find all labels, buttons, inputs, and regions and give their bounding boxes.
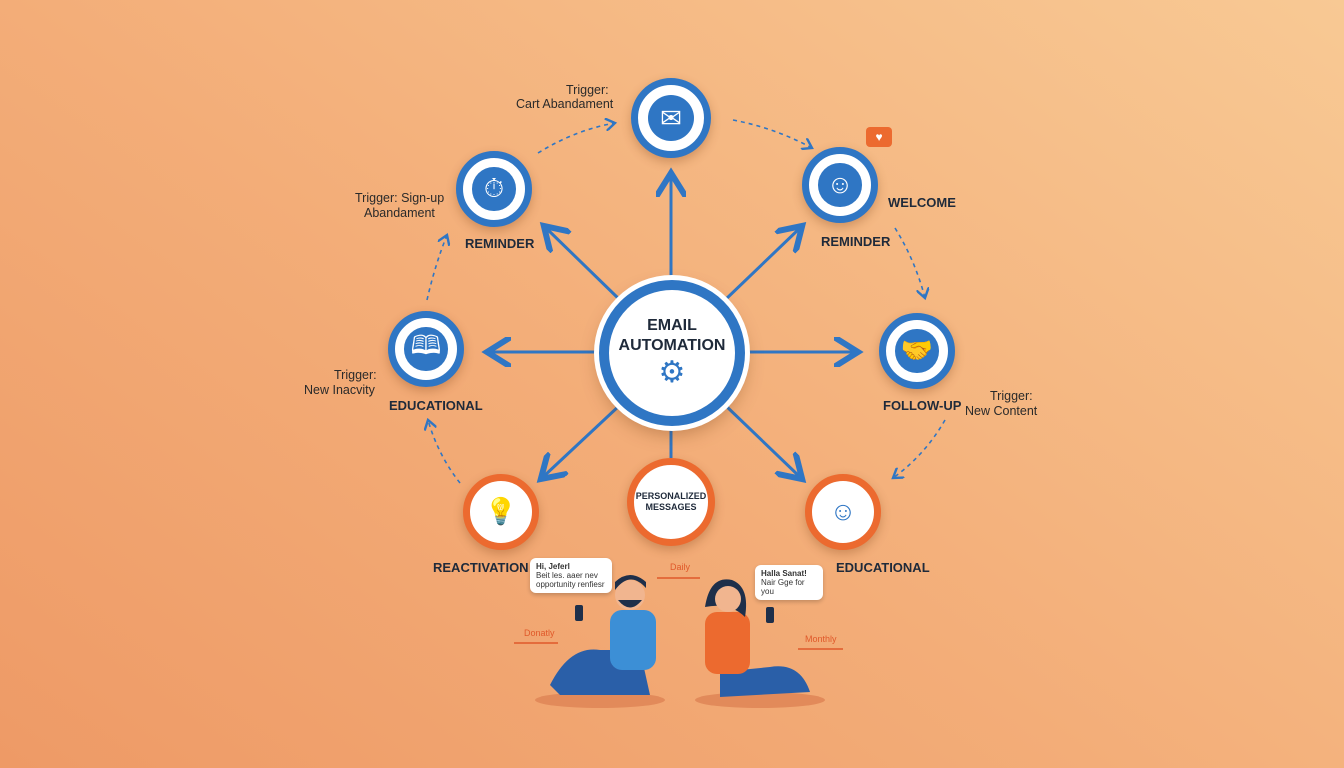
node-label: WELCOME	[888, 195, 956, 210]
node-label: EDUCATIONAL	[836, 560, 930, 575]
hub-title: EMAIL AUTOMATION	[618, 317, 726, 354]
bubble-text: opportunity renfiesr	[536, 580, 605, 589]
node-label: REACTIVATION	[433, 560, 529, 575]
cart-abandonment-node[interactable]: ✉	[631, 78, 711, 158]
personalized-messages-node[interactable]: PERSONALIZED MESSAGES	[627, 458, 715, 546]
bubble-text: Hi, Jeferl	[536, 562, 570, 571]
woman-with-phone-illustration	[695, 579, 825, 708]
bubble-text: Beit les. aaer nev	[536, 571, 598, 580]
trigger-label: New Inacvity	[304, 383, 375, 397]
bubble-text: Halla Sanat!	[761, 569, 807, 578]
node-label: EDUCATIONAL	[389, 398, 483, 413]
educational-node-right[interactable]: ☺	[805, 474, 881, 550]
node-label: REMINDER	[465, 236, 535, 251]
trigger-label: Trigger:	[990, 389, 1033, 403]
email-automation-hub: EMAIL AUTOMATION ⚙	[599, 280, 745, 426]
node-label: PERSONALIZED MESSAGES	[635, 491, 707, 512]
frequency-monthly: Monthly	[805, 634, 837, 644]
frequency-daily: Daily	[670, 562, 691, 572]
person-heart-icon: ☺	[818, 163, 862, 207]
reminder-node-left[interactable]: ⏱	[456, 151, 532, 227]
node-label: FOLLOW-UP	[883, 398, 962, 413]
arrow-bottom-left	[543, 403, 622, 477]
trigger-label: Cart Abandament	[516, 97, 614, 111]
node-label: REMINDER	[821, 234, 891, 249]
trigger-label: Trigger: Sign-up	[355, 191, 445, 205]
trigger-label: Trigger:	[566, 83, 609, 97]
arrow-top-right	[723, 228, 800, 302]
reactivation-node[interactable]: 💡	[463, 474, 539, 550]
trigger-label: Abandament	[364, 206, 435, 220]
message-bubble-left: Hi, Jeferl Beit les. aaer nev opportunit…	[530, 558, 612, 593]
clock-bell-icon: ⏱	[472, 167, 516, 211]
welcome-node[interactable]: ☺	[802, 147, 878, 223]
man-with-phone-illustration	[535, 575, 665, 708]
follow-up-node[interactable]: 🤝	[879, 313, 955, 389]
person-reading-icon: ☺	[821, 490, 865, 534]
arrow-top-left	[546, 228, 622, 302]
heart-icon: ♥	[866, 127, 892, 147]
arrow-bottom-right	[723, 403, 800, 477]
educational-node-left[interactable]: 🕮	[388, 311, 464, 387]
envelope-icon: ✉	[647, 94, 695, 142]
trigger-label: Trigger:	[334, 368, 377, 382]
lightbulb-icon: 💡	[479, 490, 523, 534]
message-bubble-right: Halla Sanat! Nair Gge for you	[755, 565, 823, 600]
bubble-text: Nair Gge for you	[761, 578, 805, 596]
trigger-label: New Content	[965, 404, 1038, 418]
frequency-donatly: Donatly	[524, 628, 555, 638]
gear-icon: ⚙	[658, 356, 686, 389]
book-graduation-icon: 🕮	[404, 327, 448, 371]
handshake-icon: 🤝	[895, 329, 939, 373]
